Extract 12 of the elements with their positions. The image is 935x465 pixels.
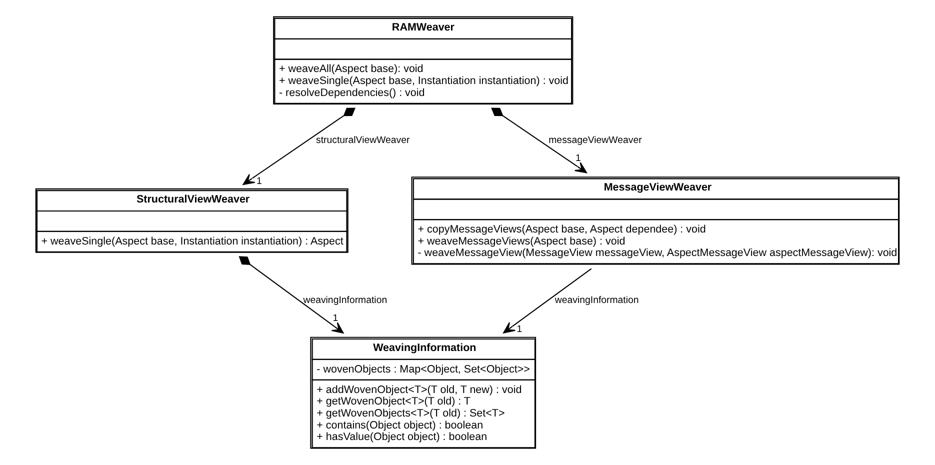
label: 1: [576, 153, 581, 164]
label: 1: [516, 324, 522, 336]
arrow: [238, 256, 344, 334]
edge-label: weavingInformation: [554, 295, 639, 306]
arrow: [503, 268, 592, 334]
edge-label: weavingInformation: [303, 295, 388, 306]
label: 1: [256, 176, 262, 188]
arrow: [491, 108, 588, 174]
edge-label: structuralViewWeaver: [316, 134, 410, 146]
edge-label: messageViewWeaver: [548, 134, 642, 146]
arrow: [242, 108, 356, 186]
label: 1: [332, 313, 338, 324]
